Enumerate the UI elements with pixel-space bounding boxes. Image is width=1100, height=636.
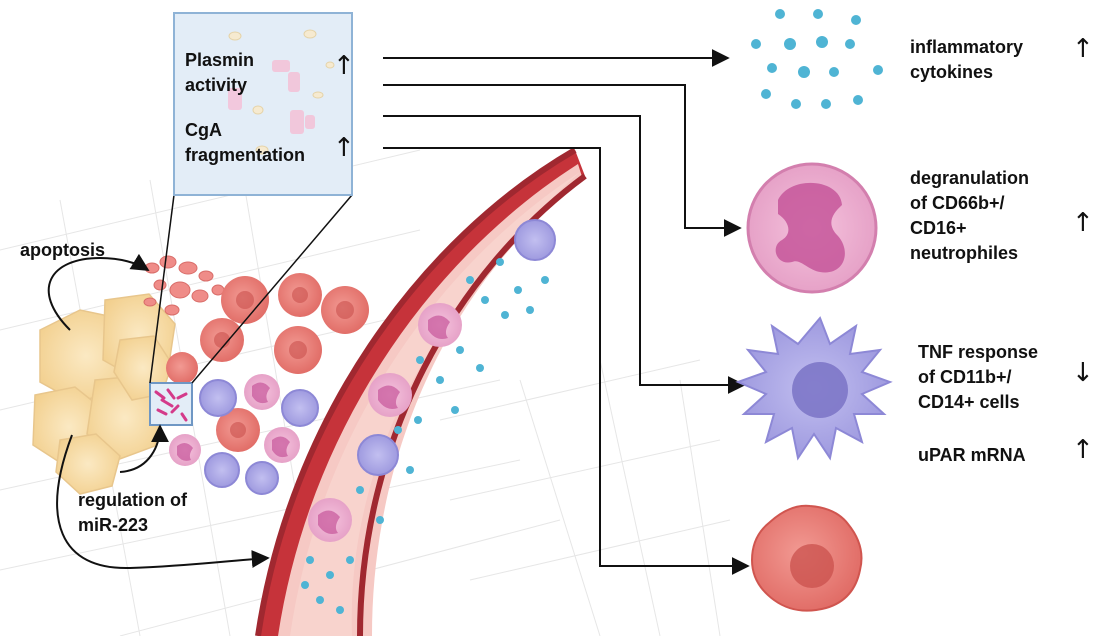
arrow-to-neutrophil — [383, 84, 742, 237]
tnf-down-arrow: ↓ — [1072, 358, 1094, 388]
tissue-red-cells — [166, 273, 369, 452]
zoom-lines — [149, 194, 353, 384]
cga-fragment-square — [149, 382, 193, 426]
apoptosis-label: apoptosis — [20, 240, 106, 260]
arrow-to-monocyte — [383, 115, 746, 394]
neutrophil-up-arrow: ↑ — [1072, 208, 1094, 238]
outcome-cytokines-label: inflammatory cytokines — [910, 37, 1024, 82]
upar-up-arrow: ↑ — [1072, 435, 1094, 465]
cga-up-arrow: ↑ — [333, 133, 355, 163]
red-cell — [750, 504, 863, 612]
zoom-box — [173, 12, 353, 196]
connector-arrows — [383, 49, 750, 575]
tissue-neutrophils — [169, 374, 300, 466]
monocyte-cell — [735, 316, 893, 461]
arrow-to-red-cell — [383, 147, 750, 575]
plasmin-up-arrow: ↑ — [333, 51, 355, 81]
tissue-monocytes — [199, 379, 319, 495]
mir223-regulation-label: regulation of miR-223 — [78, 490, 187, 535]
apoptosis-arrow — [47, 253, 150, 331]
cytokine-cluster — [751, 9, 883, 109]
apoptotic-fragments — [143, 255, 225, 316]
outcome-upar-label: uPAR mRNA — [918, 445, 1026, 465]
outcome-tnf-label: TNF response of CD11b+/ CD14+ cells — [918, 342, 1039, 412]
vessel-cells — [308, 219, 556, 542]
neutrophil-cell — [746, 162, 878, 294]
mir223-arrow — [56, 424, 270, 570]
cytokines-up-arrow: ↑ — [1072, 34, 1094, 64]
cga-fragmentation-label: CgA fragmentation — [185, 120, 306, 165]
plasmin-activity-label: Plasmin activity — [185, 50, 255, 95]
tumor-cell-cluster — [32, 293, 176, 495]
outcome-neutrophil-label: degranulation of CD66b+/ CD16+ neutrophi… — [910, 168, 1030, 263]
vessel-cytokine-dots — [301, 258, 549, 614]
